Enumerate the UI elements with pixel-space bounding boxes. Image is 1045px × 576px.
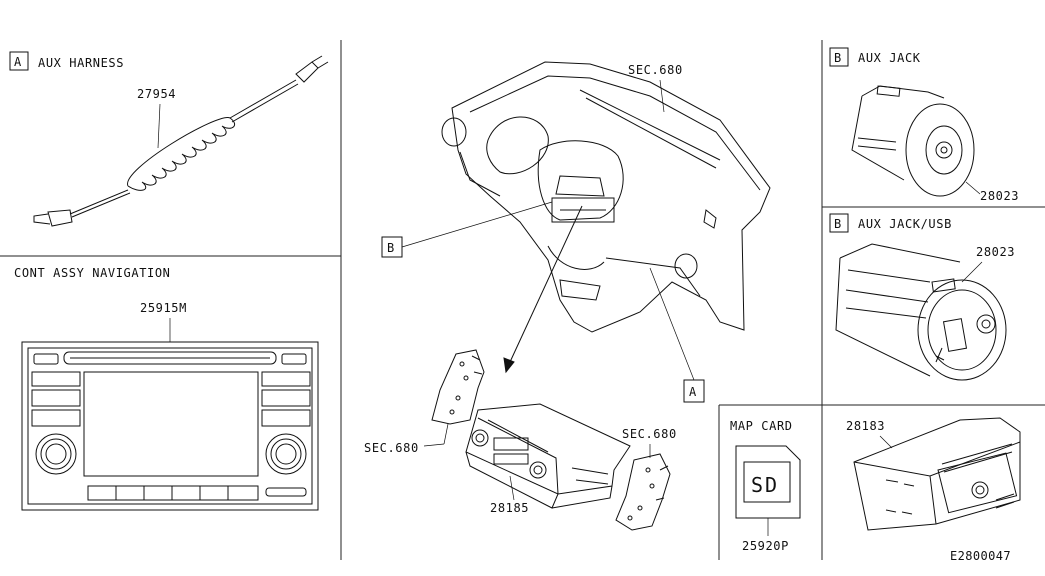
radio-part: 28185: [490, 501, 529, 515]
sec-680-right: SEC.680: [622, 427, 677, 441]
right-bracket-drawing: [615, 453, 671, 531]
navigation-section: CONT ASSY NAVIGATION 25915M: [14, 266, 319, 511]
audio-unit-drawing: [853, 417, 1021, 531]
callout-box-b-jack: [829, 47, 849, 67]
dashboard-section: SEC.680 B A: [364, 61, 771, 531]
aux-jack-letter: B: [834, 51, 842, 65]
callout-a-label: A: [689, 385, 697, 399]
aux-jack-usb-letter: B: [834, 217, 842, 231]
aux-jack-usb-title: AUX JACK/USB: [858, 217, 952, 231]
aux-harness-title: AUX HARNESS: [38, 56, 124, 70]
map-card-title: MAP CARD: [730, 419, 793, 433]
sec-680-top: SEC.680: [628, 63, 683, 77]
aux-jack-usb-section: B AUX JACK/USB 28023: [829, 213, 1015, 381]
left-bracket-drawing: [431, 349, 485, 425]
sec-680-left: SEC.680: [364, 441, 419, 455]
callout-b-label: B: [387, 241, 395, 255]
callout-box-b-usb: [829, 213, 849, 233]
aux-jack-usb-drawing: [835, 243, 1007, 381]
map-card-section: MAP CARD SD 25920P: [730, 419, 801, 553]
dashboard-drawing: [441, 61, 771, 333]
navigation-title: CONT ASSY NAVIGATION: [14, 266, 171, 280]
map-card-part: 25920P: [742, 539, 789, 553]
aux-jack-section: B AUX JACK 28023: [829, 47, 1019, 203]
callout-box-a: [9, 51, 29, 71]
audio-unit-part: 28183: [846, 419, 885, 433]
sd-card-drawing: SD: [735, 445, 801, 519]
aux-harness-part: 27954: [137, 87, 176, 101]
navigation-part: 25915M: [140, 301, 187, 315]
aux-jack-usb-part: 28023: [976, 245, 1015, 259]
aux-harness-section: A AUX HARNESS 27954: [9, 51, 329, 227]
aux-jack-part: 28023: [980, 189, 1019, 203]
radio-unit-drawing: [465, 403, 631, 509]
aux-jack-title: AUX JACK: [858, 51, 921, 65]
aux-harness-letter: A: [14, 55, 22, 69]
diagram-id: E2800047: [950, 549, 1011, 563]
panel-dividers: [0, 40, 1045, 560]
audio-unit-section: 28183: [846, 417, 1021, 531]
navigation-unit-drawing: [21, 341, 319, 511]
sd-card-label: SD: [751, 473, 779, 497]
aux-jack-drawing: [851, 85, 975, 197]
aux-harness-cable: [33, 55, 329, 227]
